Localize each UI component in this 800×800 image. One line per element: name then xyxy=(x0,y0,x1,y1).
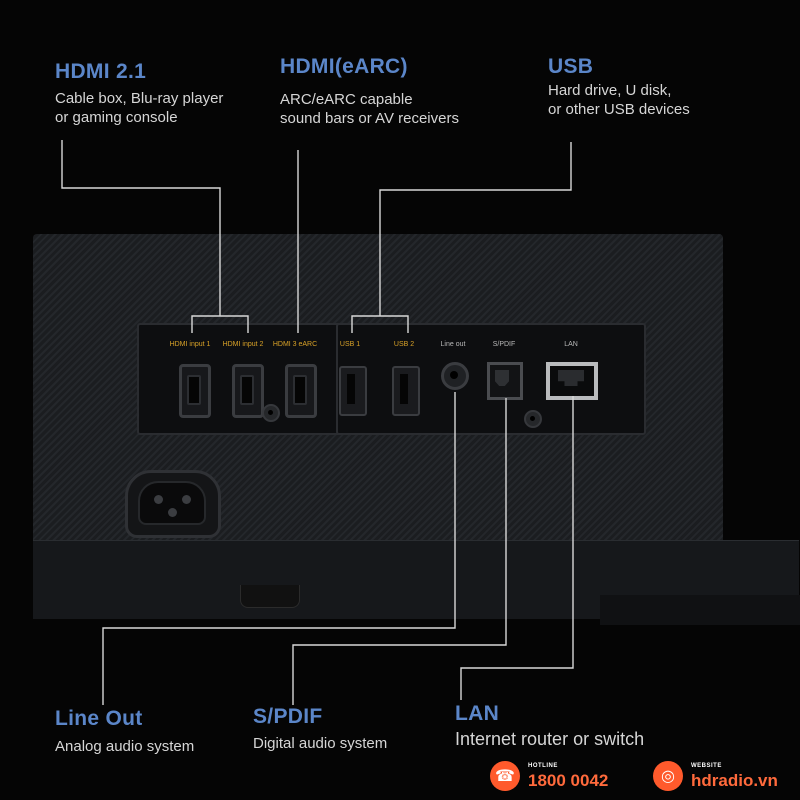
callout-title-hdmi21: HDMI 2.1 xyxy=(55,60,147,83)
callout-desc-usb-line2: or other USB devices xyxy=(548,101,690,118)
callout-title-spdif: S/PDIF xyxy=(253,705,323,728)
port-label-hdmi3: HDMI 3 eARC xyxy=(272,341,318,348)
lan-port[interactable] xyxy=(546,362,598,400)
power-pin-right xyxy=(182,495,191,504)
wire-usb xyxy=(379,142,572,316)
callout-title-earc: HDMI(eARC) xyxy=(280,55,408,78)
wire-usb-bracket xyxy=(351,315,409,333)
callout-desc-earc-line2: sound bars or AV receivers xyxy=(280,110,459,127)
hdmi-3-earc-port[interactable] xyxy=(285,364,317,418)
hotline-label: HOTLINE xyxy=(528,763,558,769)
hotline-number: 1800 0042 xyxy=(528,771,609,790)
callout-title-lineout: Line Out xyxy=(55,707,143,730)
phone-icon: ☎ xyxy=(490,761,520,791)
callout-title-lan: LAN xyxy=(455,702,500,725)
hdmi-input-2-port[interactable] xyxy=(232,364,264,418)
port-label-spdif: S/PDIF xyxy=(492,341,516,348)
wire-hdmi21 xyxy=(61,140,221,316)
globe-icon: ◎ xyxy=(653,761,683,791)
wire-lineout xyxy=(102,392,456,705)
power-pin-left xyxy=(154,495,163,504)
hotline-badge[interactable]: ☎ HOTLINE 1800 0042 xyxy=(490,761,640,791)
port-label-usb2: USB 2 xyxy=(393,341,415,348)
port-label-lan: LAN xyxy=(564,341,578,348)
callout-title-usb: USB xyxy=(548,55,594,78)
usb-2-port[interactable] xyxy=(392,366,420,416)
reset-hole xyxy=(524,410,542,428)
callout-desc-hdmi21-line1: Cable box, Blu-ray player xyxy=(55,90,224,107)
port-label-hdmi1: HDMI input 1 xyxy=(169,341,211,348)
callout-desc-spdif: Digital audio system xyxy=(253,735,388,752)
website-url: hdradio.vn xyxy=(691,771,778,790)
website-label: WEBSITE xyxy=(691,763,722,769)
port-label-hdmi2: HDMI input 2 xyxy=(222,341,264,348)
wire-spdif xyxy=(292,398,507,705)
power-pin-bottom xyxy=(168,508,177,517)
callout-desc-earc-line1: ARC/eARC capable xyxy=(280,91,413,108)
website-badge[interactable]: ◎ WEBSITE hdradio.vn xyxy=(653,761,800,791)
hdmi-input-1-port[interactable] xyxy=(179,364,211,418)
wire-lan xyxy=(460,396,574,700)
line-out-jack[interactable] xyxy=(441,362,469,390)
device-foot-knob xyxy=(240,585,300,608)
callout-desc-lineout: Analog audio system xyxy=(55,738,195,755)
callout-desc-hdmi21-line2: or gaming console xyxy=(55,109,178,126)
port-label-usb1: USB 1 xyxy=(339,341,361,348)
callout-desc-usb-line1: Hard drive, U disk, xyxy=(548,82,672,99)
screw-hole xyxy=(262,404,280,422)
device-base-step xyxy=(600,595,800,625)
power-inlet xyxy=(125,470,221,538)
wire-hdmi21-bracket xyxy=(191,315,249,333)
usb-1-port[interactable] xyxy=(339,366,367,416)
callout-desc-lan: Internet router or switch xyxy=(455,729,645,749)
port-label-lineout: Line out xyxy=(440,341,466,348)
spdif-port[interactable] xyxy=(487,362,523,400)
power-inlet-socket xyxy=(138,481,206,525)
